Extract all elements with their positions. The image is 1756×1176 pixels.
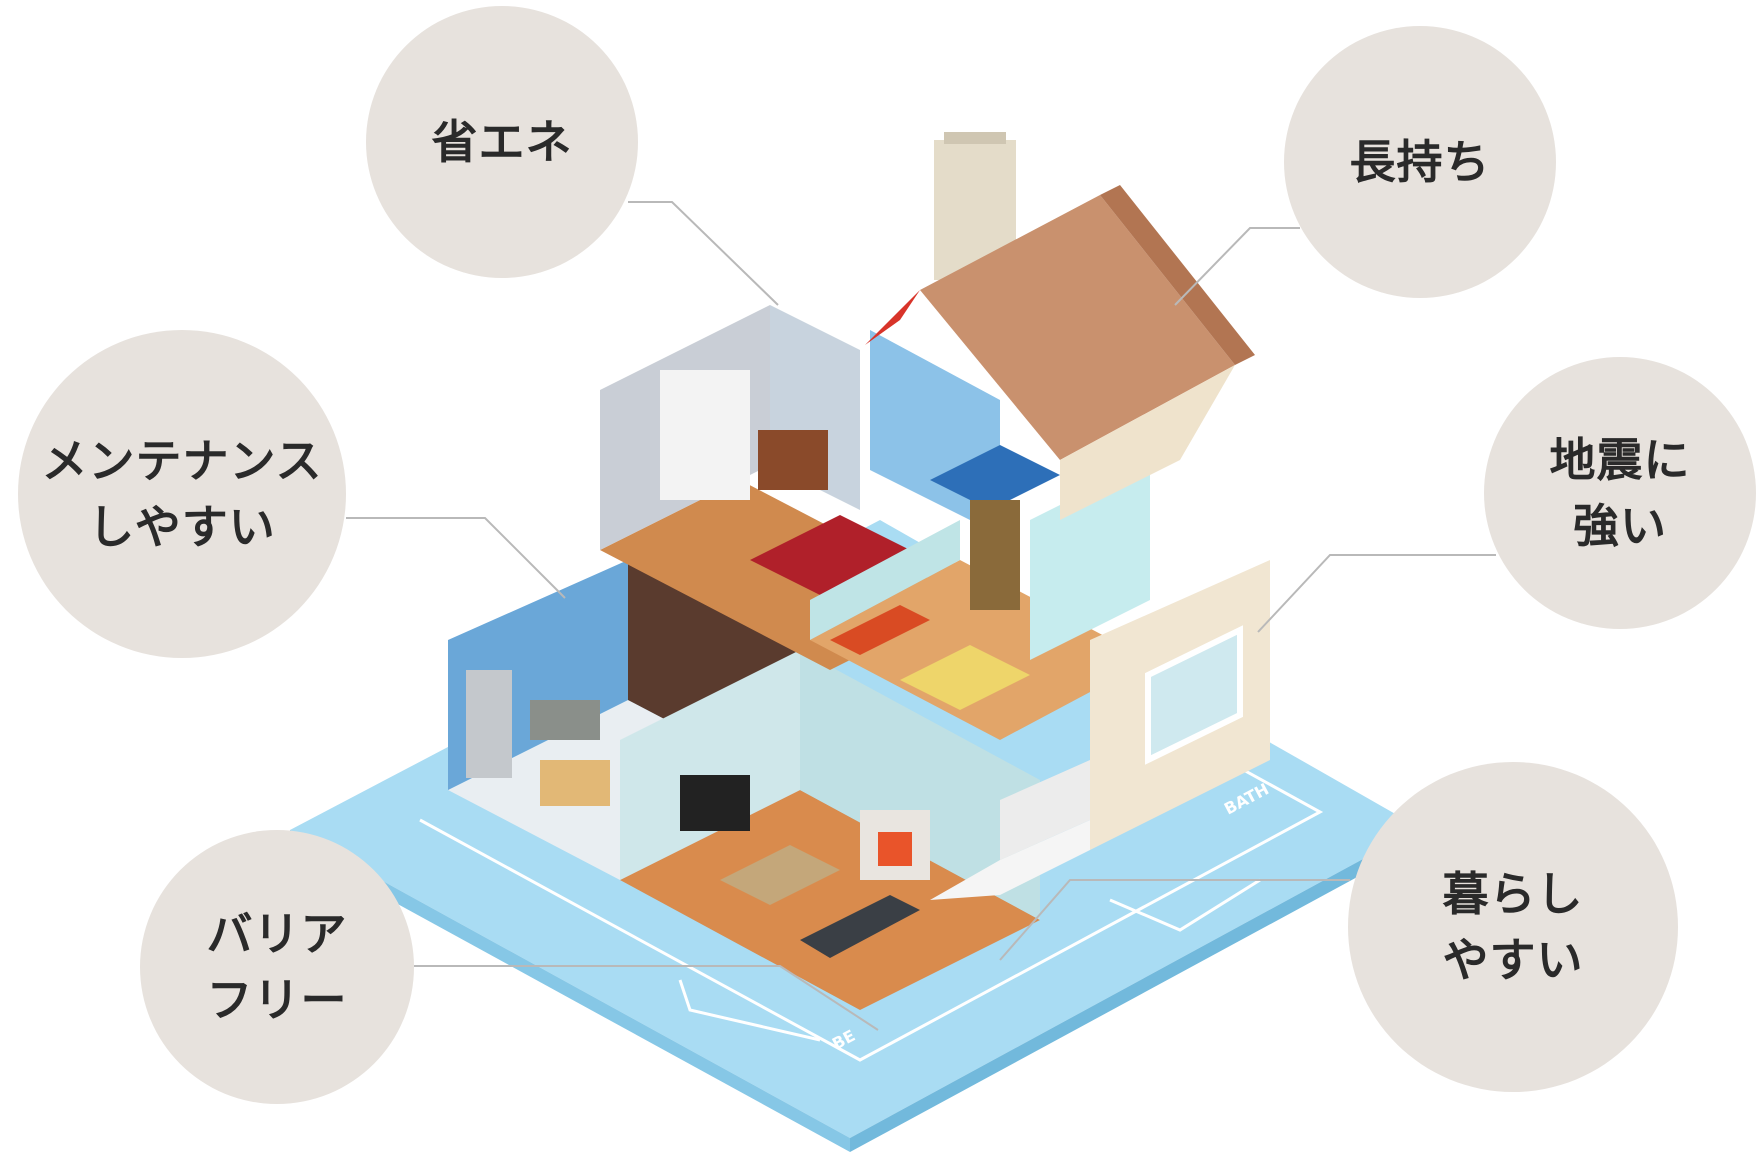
leader-lines (346, 201, 1496, 1031)
feature-label-easy-maintenance: メンテナンス しやすい (41, 434, 323, 554)
leader-energy (628, 201, 779, 306)
feature-bubble-easy-living: 暮らし やすい (1348, 762, 1678, 1092)
roof (865, 132, 1255, 520)
feature-label-durability: 長持ち (1349, 135, 1491, 189)
leader-barrier (414, 965, 879, 1031)
feature-bubble-barrier-free: バリア フリー (140, 830, 414, 1104)
feature-label-easy-living: 暮らし やすい (1442, 867, 1584, 987)
leader-long (1174, 227, 1300, 306)
leader-quake (1257, 554, 1496, 633)
leader-easy (999, 879, 1350, 961)
feature-label-energy-saving: 省エネ (431, 115, 573, 169)
feature-label-barrier-free: バリア フリー (206, 907, 348, 1027)
feature-bubble-energy-saving: 省エネ (366, 6, 638, 278)
feature-bubble-earthquake-resistant: 地震に 強い (1484, 357, 1756, 629)
feature-bubble-durability: 長持ち (1284, 26, 1556, 298)
lower-floor (448, 560, 1040, 1010)
upper-floor (600, 305, 1270, 900)
feature-label-earthquake-resistant: 地震に 強い (1549, 433, 1691, 553)
feature-bubble-easy-maintenance: メンテナンス しやすい (18, 330, 346, 658)
leader-maint (346, 517, 566, 599)
